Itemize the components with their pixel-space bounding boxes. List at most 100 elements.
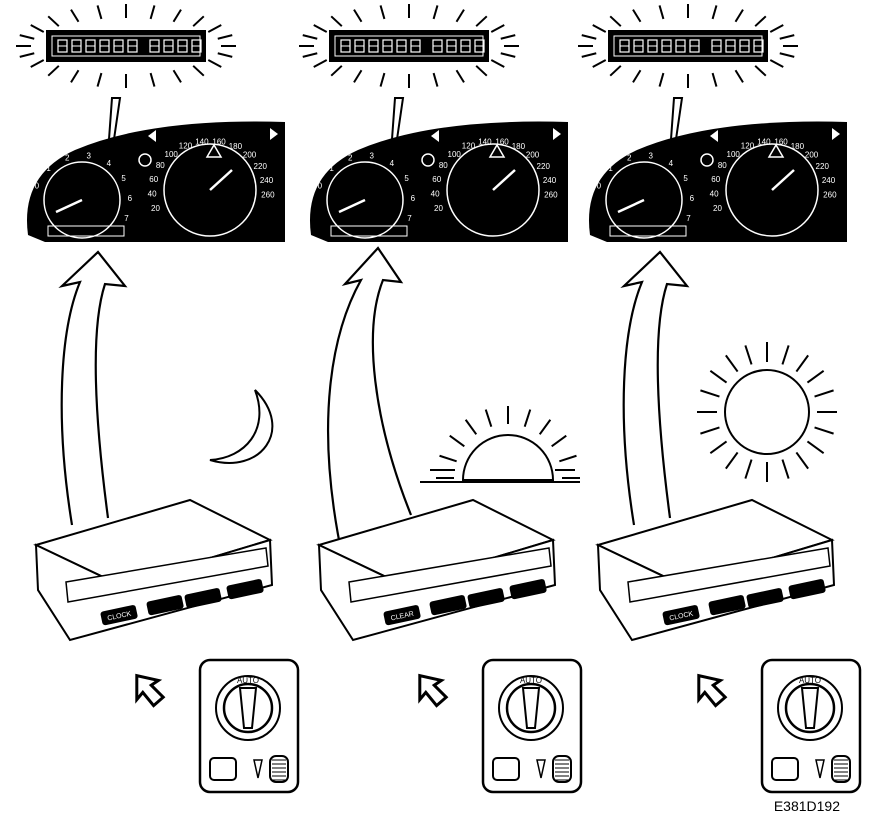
switch-knob-grip [521, 687, 541, 729]
speedo-tick-label: 20 [434, 204, 443, 213]
warning-icon [205, 143, 223, 158]
turn-right-icon [270, 128, 278, 140]
speedo-tick-label: 220 [816, 162, 830, 171]
sun-ray [709, 370, 728, 384]
tacho-tick-label: 7 [407, 214, 412, 223]
light-ray [330, 65, 343, 77]
tacho-tick-label: 0 [318, 181, 323, 190]
light-ray [711, 5, 718, 20]
flow-arrow-shape [327, 246, 413, 561]
light-ray [207, 24, 222, 33]
switch-knob-grip [800, 687, 820, 729]
sun-ray [725, 451, 739, 470]
sun-icon [697, 342, 837, 482]
unit-button [226, 579, 264, 600]
light-ray [779, 34, 795, 40]
display-unit: CLOCK [595, 498, 836, 642]
sun-ray [781, 459, 790, 479]
moon-icon [209, 389, 274, 464]
press-arrow-icon [418, 673, 449, 708]
speedo-needle [771, 169, 795, 191]
tacho-tick-label: 3 [86, 151, 91, 160]
light-ray [754, 15, 767, 27]
flow-arrow [58, 250, 128, 526]
light-ray [779, 52, 795, 58]
light-ray [609, 15, 622, 27]
light-ray [19, 34, 35, 40]
odometer [609, 225, 687, 237]
sun-ray [484, 409, 493, 427]
light-ray [711, 72, 718, 87]
lcd-display [299, 4, 519, 88]
light-ray [149, 72, 156, 87]
tacho-tick-label: 0 [597, 181, 602, 190]
cluster-body [588, 121, 847, 242]
speedo-tick-label: 80 [156, 161, 165, 170]
tacho-tick-label: 3 [648, 151, 653, 160]
flow-arrow-shape [620, 250, 690, 526]
sun-ray [449, 434, 465, 448]
lcd-display [578, 4, 798, 88]
light-ray [207, 59, 222, 68]
speedo-needle [209, 169, 233, 191]
speedo-tick-label: 240 [822, 176, 836, 185]
unit-button [708, 595, 746, 616]
display-unit: CLEAR [316, 498, 557, 642]
turn-right-icon [832, 128, 840, 140]
figure-id: E381D192 [773, 798, 840, 814]
unit-button-label: CLEAR [390, 611, 414, 623]
speedometer-dial [163, 143, 257, 237]
speedo-tick-label: 240 [260, 176, 274, 185]
sun-ray [523, 409, 532, 427]
turn-left-icon [148, 130, 156, 142]
light-ray [500, 34, 516, 40]
tacho-tick-label: 2 [348, 153, 353, 162]
speedo-tick-label: 100 [165, 150, 179, 159]
speedo-tick-label: 60 [432, 175, 441, 184]
speedo-needle [492, 169, 516, 191]
tacho-tick-label: 5 [404, 174, 409, 183]
unit-button-label: CLOCK [669, 611, 694, 623]
sun-half [461, 434, 555, 481]
dimmer-indicator [815, 759, 825, 779]
light-ray [475, 15, 488, 27]
light-ray [30, 59, 45, 68]
light-ray [149, 5, 156, 20]
switch-position-label: AUTO [520, 676, 542, 685]
tacho-tick-label: 7 [686, 214, 691, 223]
speedo-tick-label: 120 [741, 142, 755, 151]
light-ray [632, 69, 642, 83]
airbag-icon [700, 153, 714, 167]
airbag-icon [421, 153, 435, 167]
light-ray [192, 15, 205, 27]
tacho-tick-label: 1 [329, 164, 334, 173]
flow-arrow-shape [58, 250, 128, 526]
tacho-tick-label: 4 [669, 159, 674, 168]
light-ray [30, 24, 45, 33]
light-ray [432, 5, 439, 20]
unit-button [509, 579, 547, 600]
light-ray [47, 15, 60, 27]
dimmer-indicator [253, 759, 263, 779]
speedo-tick-label: 80 [439, 161, 448, 170]
fog-light-button [771, 757, 799, 781]
sun-ray [814, 389, 834, 398]
warning-icon [488, 143, 506, 158]
speedo-tick-label: 160 [495, 138, 509, 147]
sunset-icon [420, 406, 580, 483]
speedo-tick-label: 20 [151, 204, 160, 213]
light-ray [96, 5, 103, 20]
speedo-tick-label: 220 [537, 162, 551, 171]
speedo-tick-label: 180 [229, 142, 243, 151]
flow-arrow [620, 250, 690, 526]
tacho-tick-label: 1 [46, 164, 51, 173]
odometer [47, 225, 125, 237]
light-ray [330, 15, 343, 27]
light-ray [500, 52, 516, 58]
sun-disc [724, 369, 810, 455]
cluster-body [309, 121, 568, 242]
sun-ray [806, 370, 825, 384]
